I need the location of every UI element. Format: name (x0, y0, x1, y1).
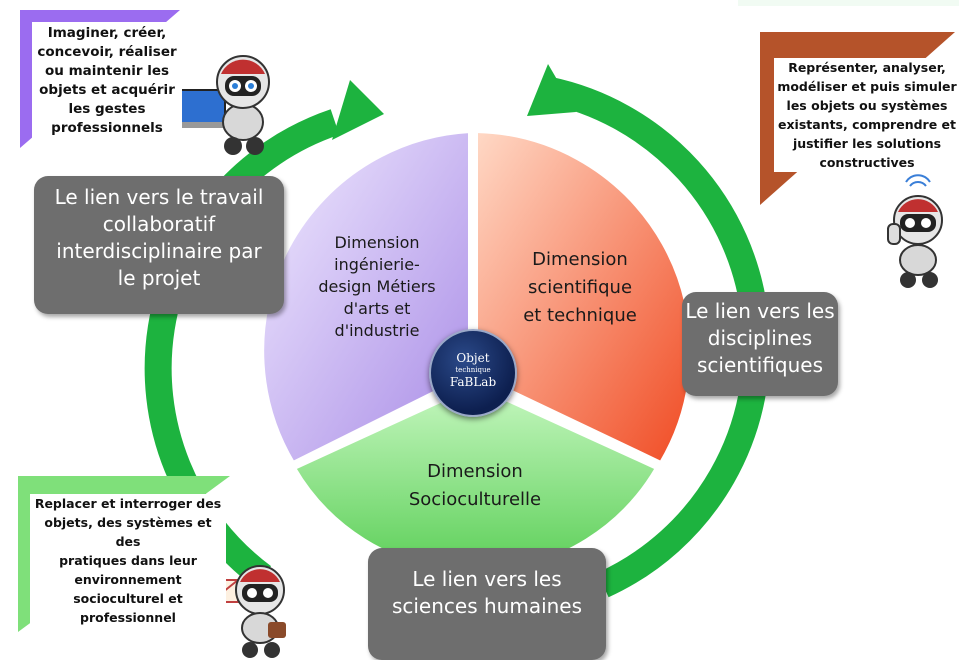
link-box-travail: Le lien vers le travail collaboratif int… (34, 176, 284, 314)
note-top-right: Représenter, analyser, modéliser et puis… (774, 58, 959, 172)
note-top-left: Imaginer, créer, concevoir, réaliser ou … (32, 22, 182, 140)
segment-purple (260, 128, 472, 466)
note-bottom-left: Replacer et interroger des objets, des s… (30, 494, 226, 627)
link-box-humaines: Le lien vers les sciences humaines (368, 548, 606, 660)
robot-waving-icon (887, 174, 943, 288)
robot-laptop-icon (171, 55, 270, 155)
arrowhead-top-left (332, 80, 384, 140)
segment-label-orange: Dimension scientifique et technique (523, 249, 637, 326)
center-badge: Objet technique FaBLab (429, 329, 517, 417)
link-box-scientifiques: Le lien vers les disciplines scientifiqu… (682, 292, 838, 396)
decorative-stripes (738, 0, 959, 6)
ring-arrowheads (332, 64, 576, 140)
arrowhead-top-right (527, 64, 576, 116)
segment-label-green: Dimension Socioculturelle (408, 461, 542, 510)
segment-orange (474, 128, 694, 466)
segment-label-purple: Dimension ingénierie- design Métiers d'a… (318, 233, 436, 340)
